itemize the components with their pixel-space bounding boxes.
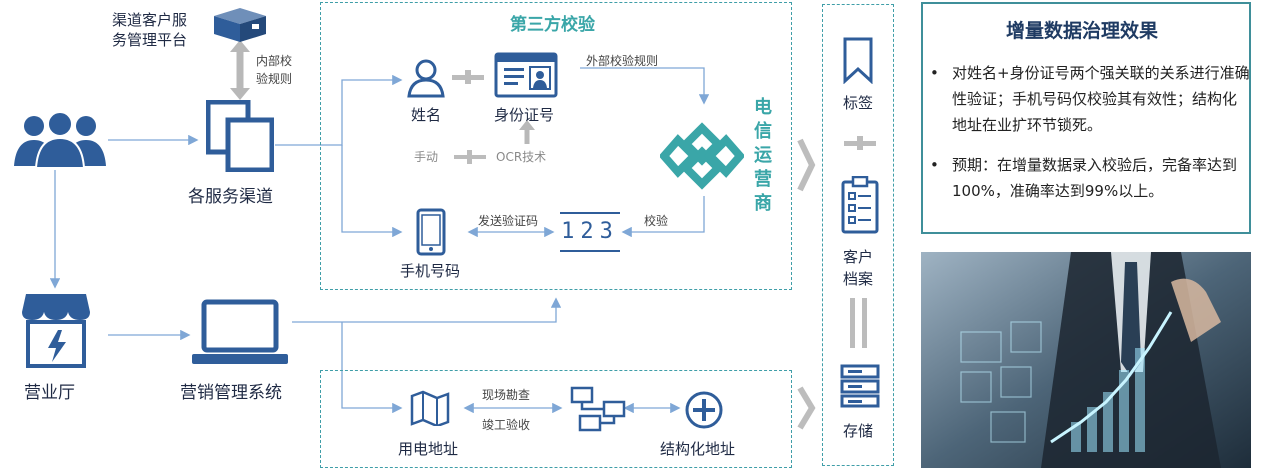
site-survey-label: 现场勘查	[482, 388, 531, 402]
server-storage-icon	[840, 364, 880, 408]
users-group-icon	[14, 112, 106, 168]
third-party-box	[320, 2, 792, 290]
platform-label: 渠道客户服务管理平台	[112, 11, 188, 49]
effect-panel-title: 增量数据治理效果	[1006, 20, 1159, 42]
chevron-top	[797, 138, 816, 192]
map-icon	[410, 390, 450, 426]
name-label: 姓名	[411, 106, 442, 124]
telecom-logo-icon	[660, 122, 744, 190]
power-address-label: 用电地址	[398, 440, 459, 458]
phone-icon	[416, 208, 446, 256]
effect-bullet-1: •对姓名+身份证号两个强关联的关系进行准确性验证；手机号码仅校验其有效性；结构化…	[930, 64, 1250, 134]
plus-connector-icon-archive	[844, 136, 876, 150]
verify-label: 校验	[644, 214, 669, 228]
service-channels-label: 各服务渠道	[188, 187, 273, 207]
arrow-marketing-to-thirdparty	[292, 297, 562, 323]
equals-bar-left	[850, 298, 855, 348]
equals-bar-right	[862, 298, 867, 348]
store-icon	[22, 294, 90, 368]
id-number-label: 身份证号	[494, 106, 555, 124]
id-card-icon	[494, 52, 558, 98]
tag-label: 标签	[843, 94, 874, 112]
address-box	[320, 370, 792, 468]
plus-circle-icon	[685, 391, 723, 429]
arrow-marketing-to-address	[341, 322, 403, 414]
business-hall-label: 营业厅	[24, 383, 75, 403]
phone-label: 手机号码	[400, 262, 461, 280]
plus-connector-icon	[452, 70, 484, 84]
internal-rules-label: 内部校验规则	[256, 54, 293, 86]
customer-file-label: 客户档案	[843, 248, 874, 288]
arrow-external-rules	[580, 67, 710, 105]
laptop-icon	[192, 299, 288, 364]
third-party-title: 第三方校验	[510, 15, 595, 35]
storage-label: 存储	[843, 422, 874, 440]
effect-panel	[921, 2, 1251, 234]
send-code-label: 发送验证码	[478, 214, 539, 228]
telecom-label: 电信运营商	[754, 97, 772, 214]
checklist-icon	[841, 176, 879, 234]
arrow-channels-to-phone	[341, 145, 403, 238]
ocr-label: OCR技术	[496, 150, 547, 164]
arrow-verify	[621, 196, 705, 238]
box-icon	[214, 8, 266, 42]
plus-connector-icon-small	[454, 150, 486, 164]
structured-address-label: 结构化地址	[660, 440, 736, 458]
structure-icon	[570, 386, 626, 432]
manual-label: 手动	[414, 150, 439, 164]
business-growth-photo	[921, 252, 1251, 468]
external-rules-label: 外部校验规则	[586, 54, 659, 68]
person-icon	[407, 59, 445, 98]
verification-code-icon: 123	[560, 212, 620, 252]
arrow-channels-to-name	[275, 74, 403, 146]
marketing-system-label: 营销管理系统	[180, 383, 282, 403]
chevron-bottom	[797, 386, 816, 430]
effect-bullet-2: •预期：在增量数据录入校验后，完备率达到100%，准确率达到99%以上。	[930, 156, 1238, 200]
archive-box	[822, 4, 894, 466]
bookmark-icon	[843, 37, 873, 84]
channels-icon	[206, 100, 274, 172]
completion-check-label: 竣工验收	[482, 418, 531, 432]
